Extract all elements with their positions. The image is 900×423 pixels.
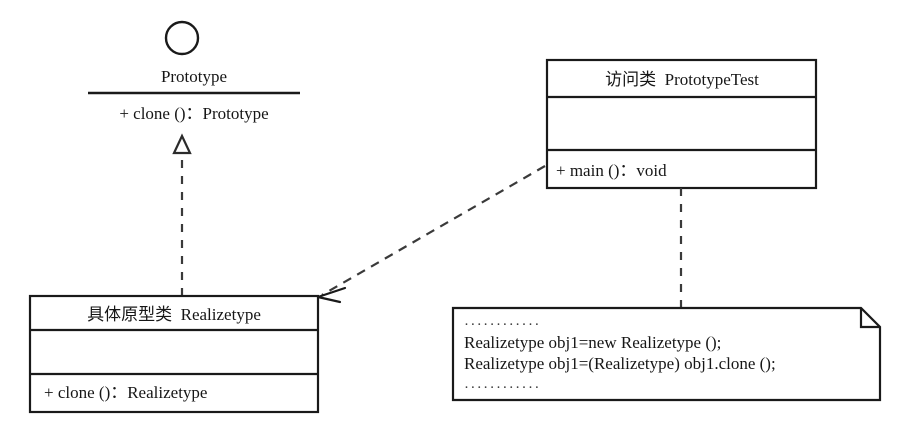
class-method-prototypetest: + main ()：void — [556, 161, 667, 180]
note-code-line-2: Realizetype obj1=(Realizetype) obj1.clon… — [464, 354, 776, 373]
class-method-realizetype: + clone ()：Realizetype — [44, 383, 208, 402]
note-dots-top: ············ — [464, 317, 541, 333]
interface-circle-icon — [164, 20, 200, 56]
note-dots-bottom: ············ — [464, 380, 541, 396]
note-folded-corner-icon — [859, 308, 880, 329]
class-title-prototypetest: 访问类 PrototypeTest — [605, 70, 759, 89]
dependency-dashed-line — [321, 165, 546, 296]
realization-hollow-triangle-arrowhead — [172, 133, 192, 155]
dependency-open-arrowhead — [316, 286, 347, 304]
note-code-line-1: Realizetype obj1=new Realizetype (); — [464, 333, 722, 352]
class-title-realizetype: 具体原型类 Realizetype — [87, 305, 261, 324]
interface-method-label: + clone ()：Prototype — [119, 104, 269, 123]
interface-name-label: Prototype — [160, 67, 228, 86]
